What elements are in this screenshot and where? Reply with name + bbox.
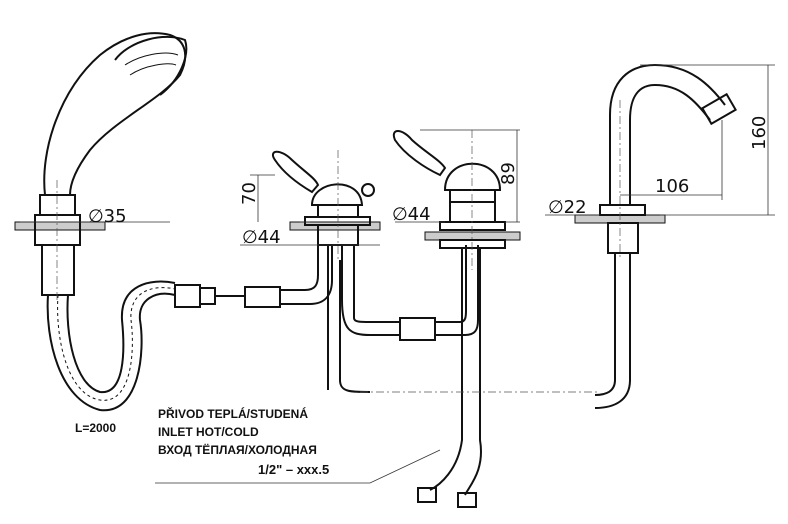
inlet-thread-size: 1/2" – xxx.5 (258, 462, 329, 477)
dim-shower-diameter: ∅35 (88, 206, 127, 227)
valve-left (272, 150, 479, 393)
dim-valve2-height: 89 (498, 162, 519, 185)
dim-spout-height: 160 (749, 116, 770, 150)
hand-shower (34, 32, 188, 300)
dim-valve1-height: 70 (239, 182, 260, 205)
hose-length-label: L=2000 (75, 421, 116, 435)
inlet-note-english: INLET HOT/COLD (158, 425, 259, 439)
dim-spout-diameter: ∅22 (548, 197, 587, 218)
valve-right (392, 130, 506, 508)
shower-hose (46, 245, 333, 412)
dim-valve2-diameter: ∅44 (392, 204, 431, 225)
dimension-lines (20, 64, 775, 484)
inlet-note-czech: PŘIVOD TEPLÁ/STUDENÁ (158, 406, 308, 421)
dim-valve1-diameter: ∅44 (242, 227, 281, 248)
inlet-note-russian: ВХОД ТЁПЛАЯ/ХОЛОДНАЯ (158, 442, 317, 457)
dim-spout-reach: 106 (655, 176, 689, 197)
spout (594, 63, 737, 409)
